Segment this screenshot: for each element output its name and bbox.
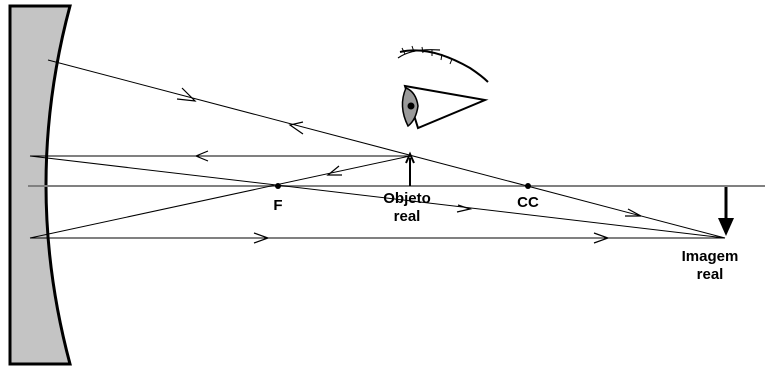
arrowhead <box>288 121 304 135</box>
real-image-label-line2: real <box>696 266 724 283</box>
ray-through-center-upper <box>47 59 726 239</box>
center-of-curvature-point <box>525 183 531 189</box>
real-image-label: Imagem real <box>670 248 750 284</box>
center-of-curvature-label: CC <box>517 194 539 211</box>
real-image-label-line1: Imagem <box>681 248 739 265</box>
arrowhead <box>456 204 473 213</box>
real-object-label: Objeto real <box>372 190 442 226</box>
eye-icon <box>397 45 489 130</box>
real-object-arrow <box>405 151 415 186</box>
light-rays <box>29 59 726 239</box>
ray-arrowheads <box>176 87 642 244</box>
real-object-label-line2: real <box>393 208 421 225</box>
focus-point <box>275 183 281 189</box>
ray-object-through-focus <box>29 155 411 239</box>
focus-label: F <box>273 197 283 214</box>
ray-mirror-through-focus <box>29 155 726 239</box>
arrowhead <box>176 87 197 102</box>
real-image-arrow <box>718 187 734 236</box>
real-object-label-line1: Objeto <box>383 190 431 207</box>
arrowhead <box>194 150 209 162</box>
arrowhead <box>593 232 610 244</box>
arrowhead <box>253 232 270 244</box>
arrowhead <box>326 165 342 176</box>
arrowhead <box>625 208 642 217</box>
